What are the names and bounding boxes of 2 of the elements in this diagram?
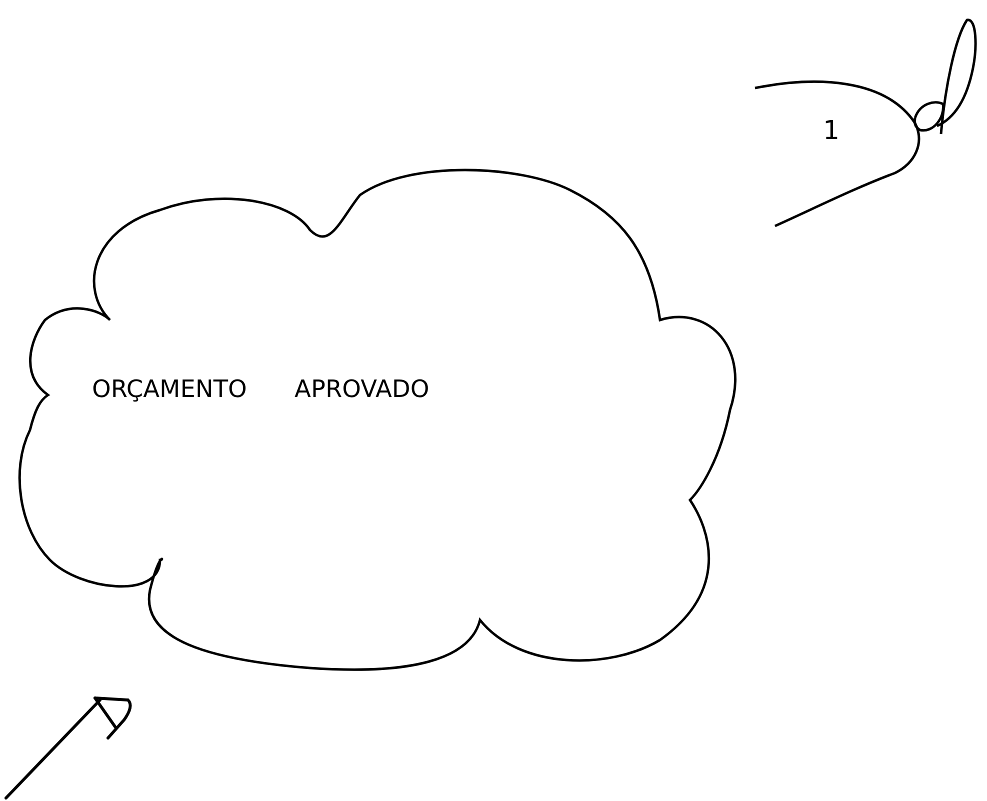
shape-label: 1 — [823, 116, 840, 146]
cloud-label: ORÇAMENTO APROVADO — [92, 375, 430, 403]
